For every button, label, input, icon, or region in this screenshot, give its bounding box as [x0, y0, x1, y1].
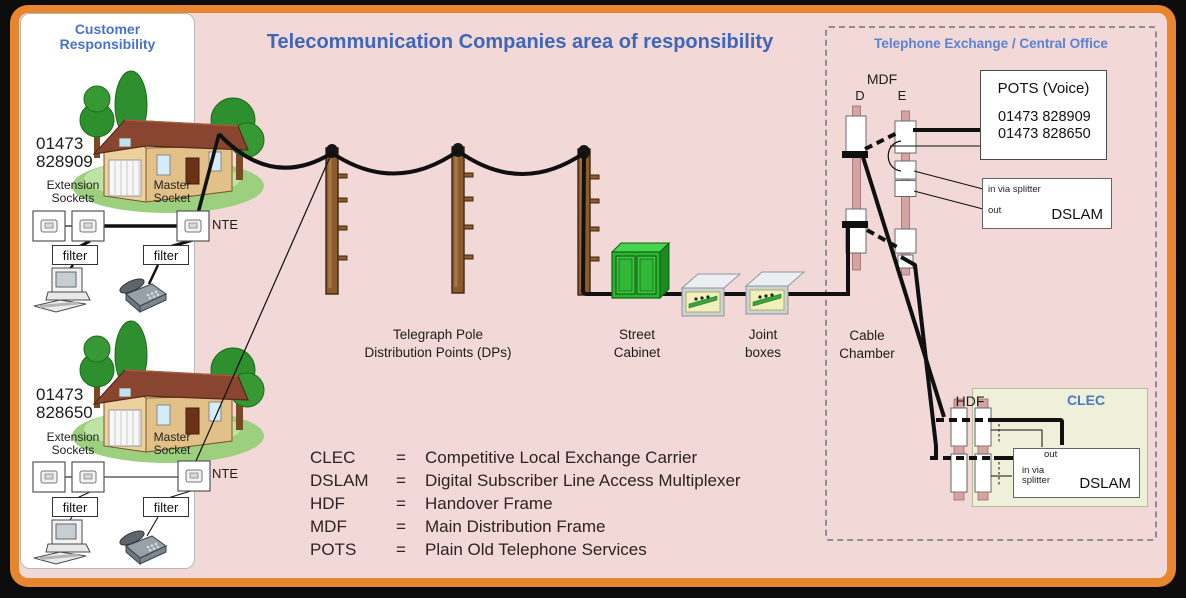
main-title: Telecommunication Companies area of resp… — [266, 31, 774, 53]
computer-icon — [32, 518, 92, 566]
dslam-box: in via splitter out DSLAM — [982, 178, 1112, 229]
extension-socket-icon — [32, 461, 66, 493]
legend-row: POTS = Plain Old Telephone Services — [310, 538, 741, 561]
mdf-frame-graphic — [842, 105, 917, 276]
cable-chamber-label: Cable Chamber — [839, 328, 895, 361]
extension-socket-icon — [32, 210, 66, 242]
telegraph-pole-icon-2 — [450, 141, 475, 295]
poles-label: Telegraph Pole Distribution Points (DPs) — [364, 327, 512, 360]
legend-row: CLEC = Competitive Local Exchange Carrie… — [310, 446, 741, 469]
filter-box: filter — [52, 497, 98, 517]
hdf-frame-graphic — [950, 398, 992, 501]
street-cabinet-icon — [610, 241, 671, 300]
phone-number-label: 01473 828650 — [36, 385, 93, 422]
legend-eq: = — [396, 448, 406, 467]
clec-dslam-out-label: out — [1044, 449, 1058, 460]
clec-dslam-box: out in via splitter DSLAM — [1013, 448, 1140, 498]
telegraph-pole-icon-1 — [324, 142, 349, 296]
master-socket-nte-icon — [176, 210, 210, 242]
street-cabinet-label: Street Cabinet — [613, 327, 661, 360]
legend-row: DSLAM = Digital Subscriber Line Access M… — [310, 469, 741, 492]
nte-label: NTE — [212, 466, 238, 481]
legend-definition: Handover Frame — [425, 494, 553, 513]
dslam-out-label: out — [988, 205, 1002, 216]
computer-icon — [32, 266, 92, 314]
legend-eq: = — [396, 540, 406, 559]
master-socket-label: Master Socket — [153, 178, 191, 205]
pots-number: 01473 828650 — [998, 125, 1091, 142]
exchange-boundary — [825, 26, 1157, 541]
legend-abbr: DSLAM — [310, 471, 369, 490]
clec-dslam-in-label: in via splitter — [1022, 465, 1050, 486]
telephone-icon — [117, 275, 167, 313]
legend-row: MDF = Main Distribution Frame — [310, 515, 741, 538]
master-socket-label: Master Socket — [153, 430, 191, 457]
legend-abbr: MDF — [310, 517, 347, 536]
legend-definition: Main Distribution Frame — [425, 517, 606, 536]
legend-eq: = — [396, 494, 406, 513]
exchange-wires — [846, 128, 1064, 486]
legend-eq: = — [396, 471, 406, 490]
filter-box: filter — [143, 245, 189, 265]
extension-sockets-label: Extension Sockets — [46, 430, 100, 457]
mdf-column-d-label: D — [855, 88, 865, 103]
joint-boxes-label: Joint boxes — [744, 327, 782, 360]
pots-title: POTS (Voice) — [997, 80, 1090, 97]
pots-box: POTS (Voice) 01473 828909 01473 828650 — [980, 70, 1107, 160]
legend: CLEC = Competitive Local Exchange Carrie… — [310, 446, 741, 561]
legend-definition: Digital Subscriber Line Access Multiplex… — [425, 471, 741, 490]
phone-number-label: 01473 828909 — [36, 134, 93, 171]
legend-eq: = — [396, 517, 406, 536]
dslam-in-label: in via splitter — [988, 184, 1041, 195]
legend-abbr: HDF — [310, 494, 345, 513]
legend-abbr: CLEC — [310, 448, 356, 467]
filter-box: filter — [143, 497, 189, 517]
legend-row: HDF = Handover Frame — [310, 492, 741, 515]
dslam-name: DSLAM — [1051, 206, 1103, 223]
legend-abbr: POTS — [310, 540, 357, 559]
clec-dslam-name: DSLAM — [1079, 475, 1131, 492]
mdf-label: MDF — [866, 71, 898, 87]
extension-sockets-label: Extension Sockets — [46, 178, 100, 205]
extension-socket-icon — [71, 461, 105, 493]
pots-number: 01473 828909 — [998, 109, 1091, 125]
legend-definition: Competitive Local Exchange Carrier — [425, 448, 698, 467]
mdf-column-e-label: E — [897, 88, 907, 103]
filter-box: filter — [52, 245, 98, 265]
master-socket-nte-icon — [177, 460, 211, 492]
clec-label: CLEC — [1066, 392, 1106, 408]
legend-definition: Plain Old Telephone Services — [425, 540, 647, 559]
hdf-label: HDF — [955, 393, 985, 409]
extension-socket-icon — [71, 210, 105, 242]
telephone-icon — [117, 527, 167, 565]
exchange-title: Telephone Exchange / Central Office — [874, 36, 1108, 51]
nte-label: NTE — [212, 217, 238, 232]
customer-panel-title: Customer Responsibility — [59, 21, 156, 52]
